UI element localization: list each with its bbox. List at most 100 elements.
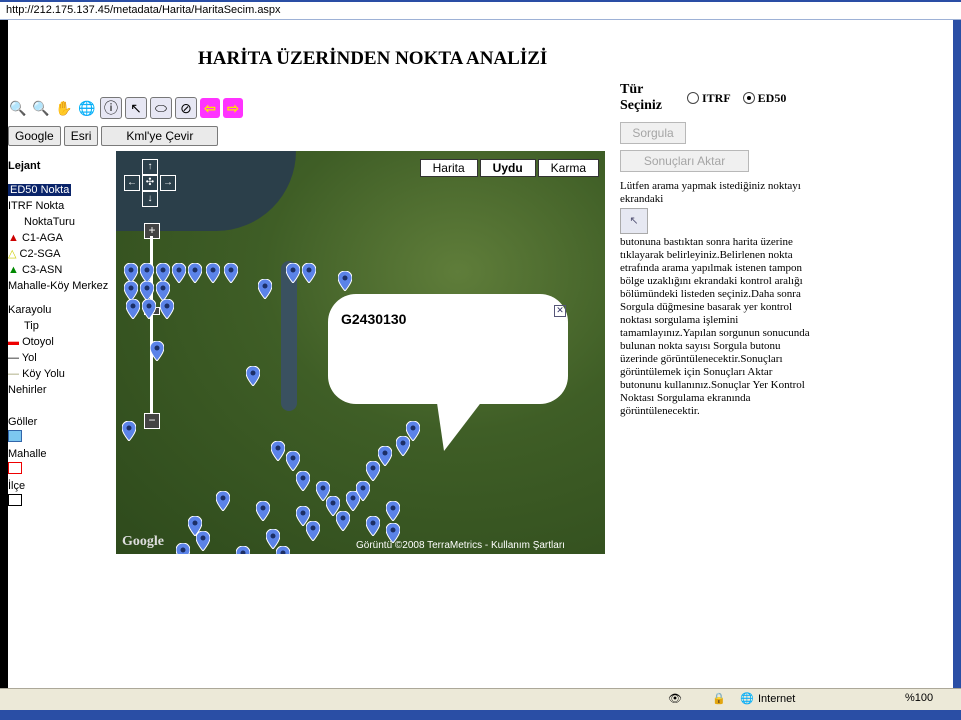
radio-ed50[interactable]: ED50 (742, 82, 786, 114)
instructions-part-1: Lütfen arama yapmak istediğiniz noktayı … (620, 180, 801, 205)
legend-item-c3: C3-ASN (21, 264, 63, 276)
map-marker-icon[interactable] (302, 263, 316, 283)
map-marker-icon[interactable] (188, 263, 202, 283)
zoom-slider-track[interactable] (150, 236, 153, 414)
taskbar-strip (0, 710, 961, 720)
map-marker-icon[interactable] (126, 299, 140, 319)
status-bar: 👁 🔒 🌐 Internet %100 (0, 688, 961, 711)
legend-panel: Lejant ED50 Nokta ITRF Nokta NoktaTuru ▲… (8, 158, 113, 510)
radio-itrf-circle[interactable] (687, 92, 699, 104)
map-marker-icon[interactable] (156, 281, 170, 301)
map-marker-icon[interactable] (156, 263, 170, 283)
map-marker-icon[interactable] (386, 501, 400, 521)
radio-ed50-circle[interactable] (742, 92, 755, 104)
privacy-icon[interactable]: 👁 (668, 693, 682, 705)
google-button[interactable]: Google (8, 126, 61, 146)
map-marker-icon[interactable] (366, 461, 380, 481)
pan-left-icon[interactable]: ← (124, 175, 140, 191)
map-marker-icon[interactable] (224, 263, 238, 283)
zoom-out-icon[interactable]: 🔍 (32, 99, 50, 116)
map-type-harita[interactable]: Harita (419, 159, 478, 177)
pan-right-icon[interactable]: → (160, 175, 176, 191)
line-red-icon: ▬ (8, 336, 19, 348)
pan-hand-icon[interactable]: ✋ (55, 99, 73, 116)
map-marker-icon[interactable] (236, 546, 250, 554)
legend-item-otoyol: Otoyol (22, 336, 54, 348)
map-marker-icon[interactable] (266, 529, 280, 549)
eraser-icon[interactable]: ⊘ (175, 97, 197, 119)
map-marker-icon[interactable] (356, 481, 370, 501)
map-type-uydu[interactable]: Uydu (479, 159, 536, 177)
select-pointer-sample-icon: ↖ (620, 208, 648, 234)
map-marker-icon[interactable] (296, 506, 310, 526)
zoom-in-icon[interactable]: 🔍 (9, 99, 27, 116)
map-marker-icon[interactable] (256, 501, 270, 521)
map-marker-icon[interactable] (124, 263, 138, 283)
map-toolbar: 🔍 🔍 ✋ 🌐 ⓘ ↖ ⬭ ⊘ ⇦ ⇨ (8, 94, 243, 122)
map-marker-icon[interactable] (124, 281, 138, 301)
map-marker-icon[interactable] (366, 516, 380, 536)
esri-button[interactable]: Esri (63, 126, 99, 146)
map-marker-icon[interactable] (246, 366, 260, 386)
map-marker-icon[interactable] (122, 421, 136, 441)
map-view[interactable]: Harita Uydu Karma ↑ ←✣→ ↓ + = − G2430130… (116, 151, 605, 554)
pan-center-icon[interactable]: ✣ (142, 175, 158, 191)
forward-arrow-icon[interactable]: ⇨ (223, 98, 243, 118)
map-marker-icon[interactable] (216, 491, 230, 511)
map-marker-icon[interactable] (140, 281, 154, 301)
map-marker-icon[interactable] (258, 279, 272, 299)
legend-item-yol: Yol (21, 352, 37, 364)
map-marker-icon[interactable] (196, 531, 210, 551)
export-results-button[interactable]: Sonuçları Aktar (620, 150, 749, 172)
map-marker-icon[interactable] (172, 263, 186, 283)
map-marker-icon[interactable] (296, 471, 310, 491)
map-marker-icon[interactable] (140, 263, 154, 283)
map-marker-icon[interactable] (188, 516, 202, 536)
address-bar[interactable]: http://212.175.137.45/metadata/Harita/Ha… (0, 0, 961, 20)
map-marker-icon[interactable] (316, 481, 330, 501)
map-marker-icon[interactable] (286, 451, 300, 471)
legend-item-mahalle-koy: Mahalle-Köy Merkez (8, 280, 109, 292)
map-marker-icon[interactable] (286, 263, 300, 283)
zoom-out-button[interactable]: − (144, 413, 160, 429)
legend-item-karayolu: Karayolu (8, 304, 52, 316)
map-marker-icon[interactable] (150, 341, 164, 361)
map-marker-icon[interactable] (326, 496, 340, 516)
map-marker-icon[interactable] (336, 511, 350, 531)
map-marker-icon[interactable] (378, 446, 392, 466)
map-marker-icon[interactable] (306, 521, 320, 541)
legend-item-mahalle: Mahalle (8, 448, 47, 460)
pan-up-icon[interactable]: ↑ (142, 159, 158, 175)
info-icon[interactable]: ⓘ (100, 97, 122, 119)
close-icon[interactable]: ✕ (554, 305, 566, 317)
radio-itrf[interactable]: ITRF (687, 82, 731, 114)
map-marker-icon[interactable] (176, 543, 190, 554)
pan-down-icon[interactable]: ↓ (142, 191, 158, 207)
back-arrow-icon[interactable]: ⇦ (200, 98, 220, 118)
security-zone-label: Internet (758, 693, 796, 705)
map-marker-icon[interactable] (160, 299, 174, 319)
kml-export-button[interactable]: Kml'ye Çevir (101, 126, 219, 146)
globe-zone-icon: 🌐 (740, 693, 754, 705)
legend-item-ed50[interactable]: ED50 Nokta (8, 184, 72, 196)
map-type-karma[interactable]: Karma (537, 159, 599, 177)
map-marker-icon[interactable] (276, 546, 290, 554)
globe-icon[interactable]: 🌐 (78, 99, 96, 116)
triangle-green-icon: ▲ (8, 264, 19, 276)
pan-control: ↑ ←✣→ ↓ (124, 159, 176, 207)
zoom-level[interactable]: %100 (905, 692, 934, 704)
map-marker-icon[interactable] (338, 271, 352, 291)
map-marker-icon[interactable] (406, 421, 420, 441)
query-button[interactable]: Sorgula (620, 122, 686, 144)
legend-item-itrf: ITRF Nokta (8, 200, 65, 212)
address-url[interactable]: http://212.175.137.45/metadata/Harita/Ha… (6, 4, 281, 16)
map-copyright[interactable]: Görüntü ©2008 TerraMetrics - Kullanım Şa… (356, 540, 565, 551)
map-marker-icon[interactable] (271, 441, 285, 461)
map-marker-icon[interactable] (386, 523, 400, 543)
select-pointer-icon[interactable]: ↖ (125, 97, 147, 119)
google-logo: Google (122, 534, 164, 549)
map-marker-icon[interactable] (396, 436, 410, 456)
map-marker-icon[interactable] (206, 263, 220, 283)
polygon-icon[interactable]: ⬭ (150, 97, 172, 119)
map-marker-icon[interactable] (142, 299, 156, 319)
